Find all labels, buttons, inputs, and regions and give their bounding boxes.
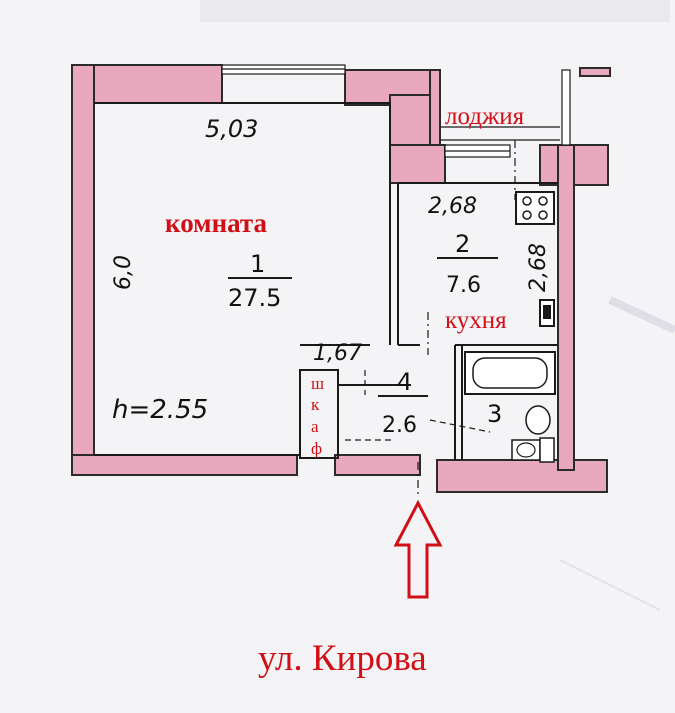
kitchen-area: 7.6: [446, 273, 481, 298]
kitchen-length-dimension: 2,68: [526, 243, 551, 292]
bathtub-icon: [464, 351, 556, 395]
interior-walls: [94, 102, 560, 460]
wardrobe-letter-2: к: [311, 395, 320, 414]
walls: [71, 64, 611, 493]
windows: [221, 64, 571, 158]
washbasin-icon: [525, 405, 551, 435]
street-label: ул. Кирова: [258, 638, 427, 679]
kitchen-width-dimension: 2,68: [428, 194, 477, 219]
hallway-width-dimension: 1,67: [313, 341, 362, 366]
hallway-number: 4: [397, 368, 412, 396]
toilet-icon: [511, 437, 555, 463]
kitchen-name: кухня: [445, 307, 507, 334]
room1-area: 27.5: [228, 284, 281, 312]
door-marks: [345, 140, 516, 498]
bathroom-number: 3: [487, 400, 502, 428]
stove-icon: [515, 191, 555, 225]
loggia-label: лоджия: [445, 103, 525, 130]
room1-length-dimension: 6,0: [111, 255, 136, 290]
kitchen-sink-icon: [539, 299, 555, 327]
wardrobe-letter-4: ф: [311, 439, 322, 458]
ceiling-height: h=2.55: [112, 395, 208, 425]
background-texture: [200, 0, 675, 611]
kitchen-number: 2: [455, 230, 470, 258]
entrance-arrow-icon: [393, 499, 443, 599]
wardrobe-letter-1: ш: [311, 374, 324, 393]
wardrobe-letter-3: а: [311, 417, 319, 436]
room1-width-dimension: 5,03: [205, 115, 258, 143]
room1-name: комната: [165, 208, 268, 238]
hallway-area: 2.6: [382, 413, 417, 438]
room1-number: 1: [250, 250, 265, 278]
